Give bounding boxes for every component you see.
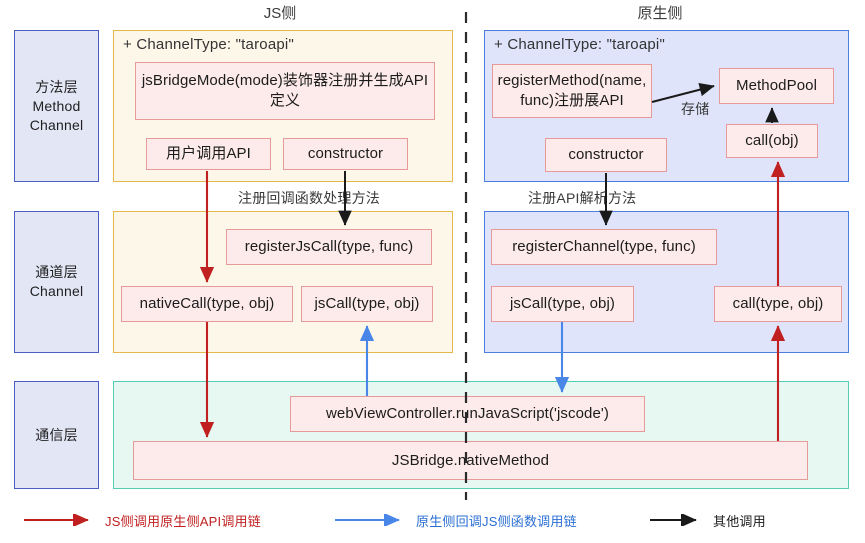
legend-item-js-to-native: JS侧调用原生侧API调用链: [22, 505, 261, 535]
layer-label-channel-line-0: 通道层: [35, 264, 78, 280]
column-header-js: JS侧: [263, 5, 297, 22]
layer-label-communication-line-0: 通信层: [35, 426, 78, 443]
box-register-method: registerMethod(name, func)注册展API: [492, 64, 652, 118]
box-js-bridge-mode: jsBridgeMode(mode)装饰器注册并生成API定义: [135, 62, 435, 120]
box-call-obj: call(obj): [726, 124, 818, 158]
legend-arrow-black-icon: [650, 514, 697, 526]
column-header-native: 原生侧: [637, 5, 683, 22]
layer-label-method-line-1: Method: [32, 97, 81, 114]
layer-label-communication: 通信层: [14, 381, 99, 489]
legend: JS侧调用原生侧API调用链 原生侧回调JS侧函数调用链 其他调用: [0, 505, 865, 535]
panel-native-method-title: + ChannelType: "taroapi": [494, 36, 665, 53]
box-jsbridge-native-method: JSBridge.nativeMethod: [133, 441, 808, 480]
box-js-call-native-side: jsCall(type, obj): [491, 286, 634, 322]
box-js-constructor: constructor: [283, 138, 408, 170]
box-register-channel: registerChannel(type, func): [491, 229, 717, 265]
legend-label-native-to-js: 原生侧回调JS侧函数调用链: [416, 513, 577, 529]
layer-label-channel: 通道层 Channel: [14, 211, 99, 353]
edge-label-store: 存储: [681, 101, 710, 117]
legend-item-native-to-js: 原生侧回调JS侧函数调用链: [333, 505, 577, 535]
box-register-js-call: registerJsCall(type, func): [226, 229, 432, 265]
edge-label-register-api-parser: 注册API解析方法: [528, 190, 637, 206]
layer-label-method-line-2: Channel: [29, 116, 84, 133]
layer-label-method: 方法层 Method Channel: [14, 30, 99, 182]
legend-arrow-blue-icon: [335, 514, 400, 526]
box-call-type-obj: call(type, obj): [714, 286, 842, 322]
box-user-call-api: 用户调用API: [146, 138, 271, 170]
box-method-pool: MethodPool: [719, 68, 834, 104]
layer-label-method-line-0: 方法层: [35, 78, 78, 95]
box-native-call: nativeCall(type, obj): [121, 286, 293, 322]
box-js-call-js-side: jsCall(type, obj): [301, 286, 433, 322]
legend-arrow-red-icon: [24, 514, 89, 526]
legend-label-js-to-native: JS侧调用原生侧API调用链: [105, 513, 261, 529]
legend-label-other: 其他调用: [713, 513, 766, 529]
panel-js-method-title: + ChannelType: "taroapi": [123, 36, 294, 53]
edge-label-register-callback-handler: 注册回调函数处理方法: [238, 190, 380, 206]
legend-item-other: 其他调用: [648, 505, 766, 535]
layer-label-channel-line-1: Channel: [29, 283, 84, 299]
box-webview-controller: webViewController.runJavaScript('jscode'…: [290, 396, 645, 432]
box-native-constructor: constructor: [545, 138, 667, 172]
